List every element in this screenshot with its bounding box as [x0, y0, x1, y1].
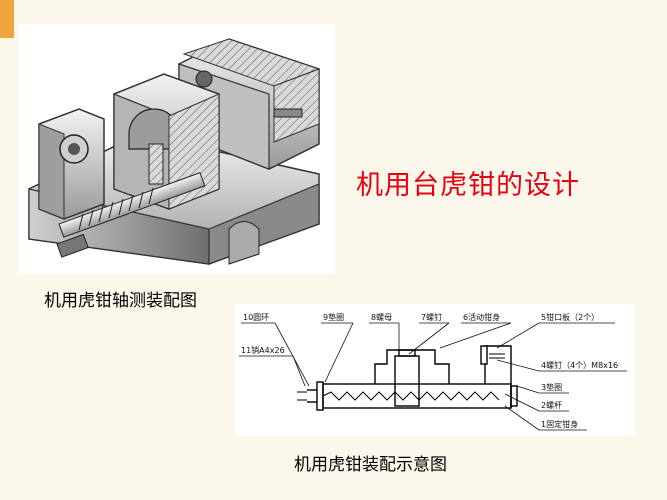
label-nut: 8螺母 [371, 312, 392, 322]
label-screw-7: 7螺钉 [421, 312, 442, 322]
label-lead-screw: 2螺杆 [541, 400, 562, 410]
label-washer-9: 9垫圈 [323, 312, 344, 322]
vise-isometric-image [19, 24, 335, 274]
accent-corner-bar [0, 0, 14, 38]
slide-title: 机用台虎钳的设计 [356, 170, 580, 201]
diagram-caption: 机用虎钳装配示意图 [294, 455, 447, 475]
assembly-schematic: 10圆环 9垫圈 8螺母 7螺钉 6活动钳身 5钳口板（2个） 11销A4x26… [235, 304, 635, 436]
label-fixed-jaw: 1固定钳身 [541, 419, 578, 429]
label-ring: 10圆环 [243, 313, 269, 322]
label-washer-3: 3垫圈 [541, 382, 562, 392]
photo-caption: 机用虎钳轴测装配图 [44, 291, 197, 311]
label-pin: 11销A4x26 [241, 345, 285, 355]
label-jaw-plate: 5钳口板（2个） [541, 312, 599, 322]
vise-isometric-drawing [28, 38, 321, 265]
label-moving-jaw: 6活动钳身 [463, 312, 500, 322]
label-screw-4: 4螺钉（4个）M8x16 [541, 360, 618, 370]
schematic-drawing: 10圆环 9垫圈 8螺母 7螺钉 6活动钳身 5钳口板（2个） 11销A4x26… [239, 312, 627, 431]
